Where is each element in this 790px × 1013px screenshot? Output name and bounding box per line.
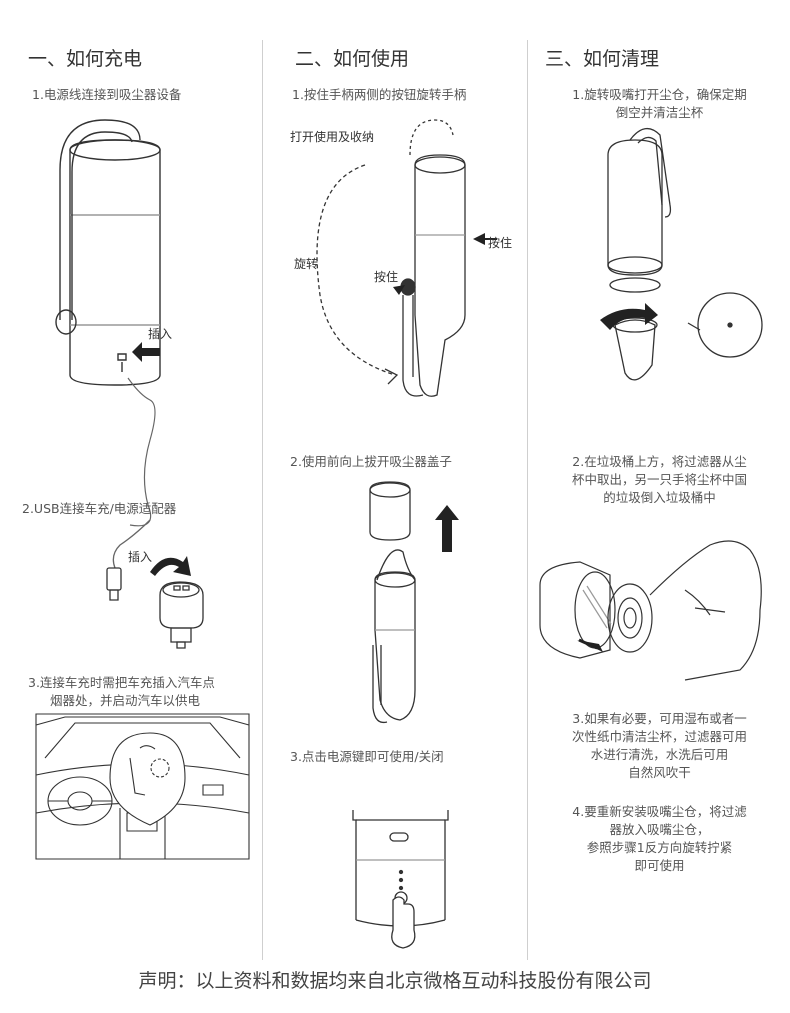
column-divider-2 bbox=[527, 40, 528, 960]
use-open-close-label: 打开使用及收纳 bbox=[290, 130, 375, 144]
charge-insert-label-1: 插入 bbox=[148, 327, 173, 341]
charge-insert-label-2: 插入 bbox=[128, 550, 153, 564]
charge-step3-line1: 3.连接车充时需把车充插入汽车点 bbox=[28, 675, 215, 690]
use-step2: 2.使用前向上拔开吸尘器盖子 bbox=[290, 454, 452, 469]
use-title: 二、如何使用 bbox=[295, 48, 410, 70]
vacuum-rotate-handle-illustration bbox=[285, 115, 520, 415]
use-press-label-b: 按住 bbox=[374, 270, 399, 284]
charge-step3-line2: 烟器处，并启动汽车以供电 bbox=[50, 693, 201, 708]
vacuum-open-dust-bin-illustration bbox=[600, 125, 770, 395]
charge-title: 一、如何充电 bbox=[28, 48, 143, 70]
vacuum-power-button-illustration bbox=[348, 800, 458, 950]
remove-filter-illustration bbox=[535, 540, 775, 680]
clean-step3-line3: 水进行清洗，水洗后可用 bbox=[590, 747, 729, 762]
clean-step1-line1: 1.旋转吸嘴打开尘仓，确保定期 bbox=[572, 87, 747, 102]
clean-step3-line1: 3.如果有必要，可用湿布或者一 bbox=[572, 711, 747, 726]
clean-step4-line2: 器放入吸嘴尘仓， bbox=[609, 822, 710, 837]
vacuum-remove-cap-illustration bbox=[355, 480, 459, 730]
clean-step3-line4: 自然风吹干 bbox=[628, 765, 691, 780]
vacuum-charging-illustration bbox=[40, 110, 250, 530]
charge-step2: 2.USB连接车充/电源适配器 bbox=[22, 501, 177, 516]
charge-step1: 1.电源线连接到吸尘器设备 bbox=[32, 87, 182, 102]
car-interior-illustration bbox=[35, 713, 250, 860]
clean-step2-line1: 2.在垃圾桶上方，将过滤器从尘 bbox=[572, 454, 747, 469]
column-divider-1 bbox=[262, 40, 263, 960]
use-step3: 3.点击电源键即可使用/关闭 bbox=[290, 749, 444, 764]
clean-title: 三、如何清理 bbox=[545, 48, 660, 70]
clean-step1-line2: 倒空并清洁尘杯 bbox=[615, 105, 704, 120]
use-step1: 1.按住手柄两侧的按钮旋转手柄 bbox=[292, 87, 467, 102]
clean-step3-line2: 次性纸巾清洁尘杯，过滤器可用 bbox=[571, 729, 747, 744]
use-rotate-label: 旋转 bbox=[294, 257, 319, 271]
clean-step2-line2: 杯中取出，另一只手将尘杯中国 bbox=[571, 472, 747, 487]
clean-step2-line3: 的垃圾倒入垃圾桶中 bbox=[603, 490, 716, 505]
use-press-label-a: 按住 bbox=[488, 236, 513, 250]
car-charger-illustration bbox=[95, 520, 245, 650]
clean-step4-line1: 4.要重新安装吸嘴尘仓，将过滤 bbox=[572, 804, 747, 819]
footer-disclaimer: 声明：以上资料和数据均来自北京微格互动科技股份有限公司 bbox=[138, 970, 652, 992]
clean-step4-line4: 即可使用 bbox=[634, 858, 685, 873]
clean-step4-line3: 参照步骤1反方向旋转拧紧 bbox=[586, 840, 733, 855]
